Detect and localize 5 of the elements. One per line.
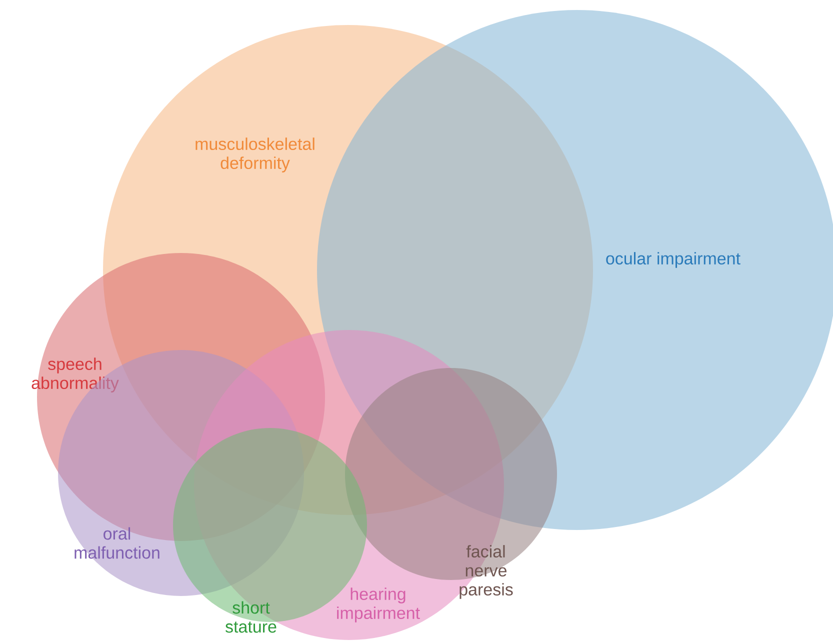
circle-label: hearing impairment bbox=[337, 588, 420, 622]
circle-label: oral malfunction bbox=[74, 527, 160, 559]
circle-label: ocular impairment bbox=[606, 252, 740, 268]
circle-label: short stature bbox=[226, 601, 276, 633]
circle-label: musculoskeletal deformity bbox=[196, 138, 314, 172]
